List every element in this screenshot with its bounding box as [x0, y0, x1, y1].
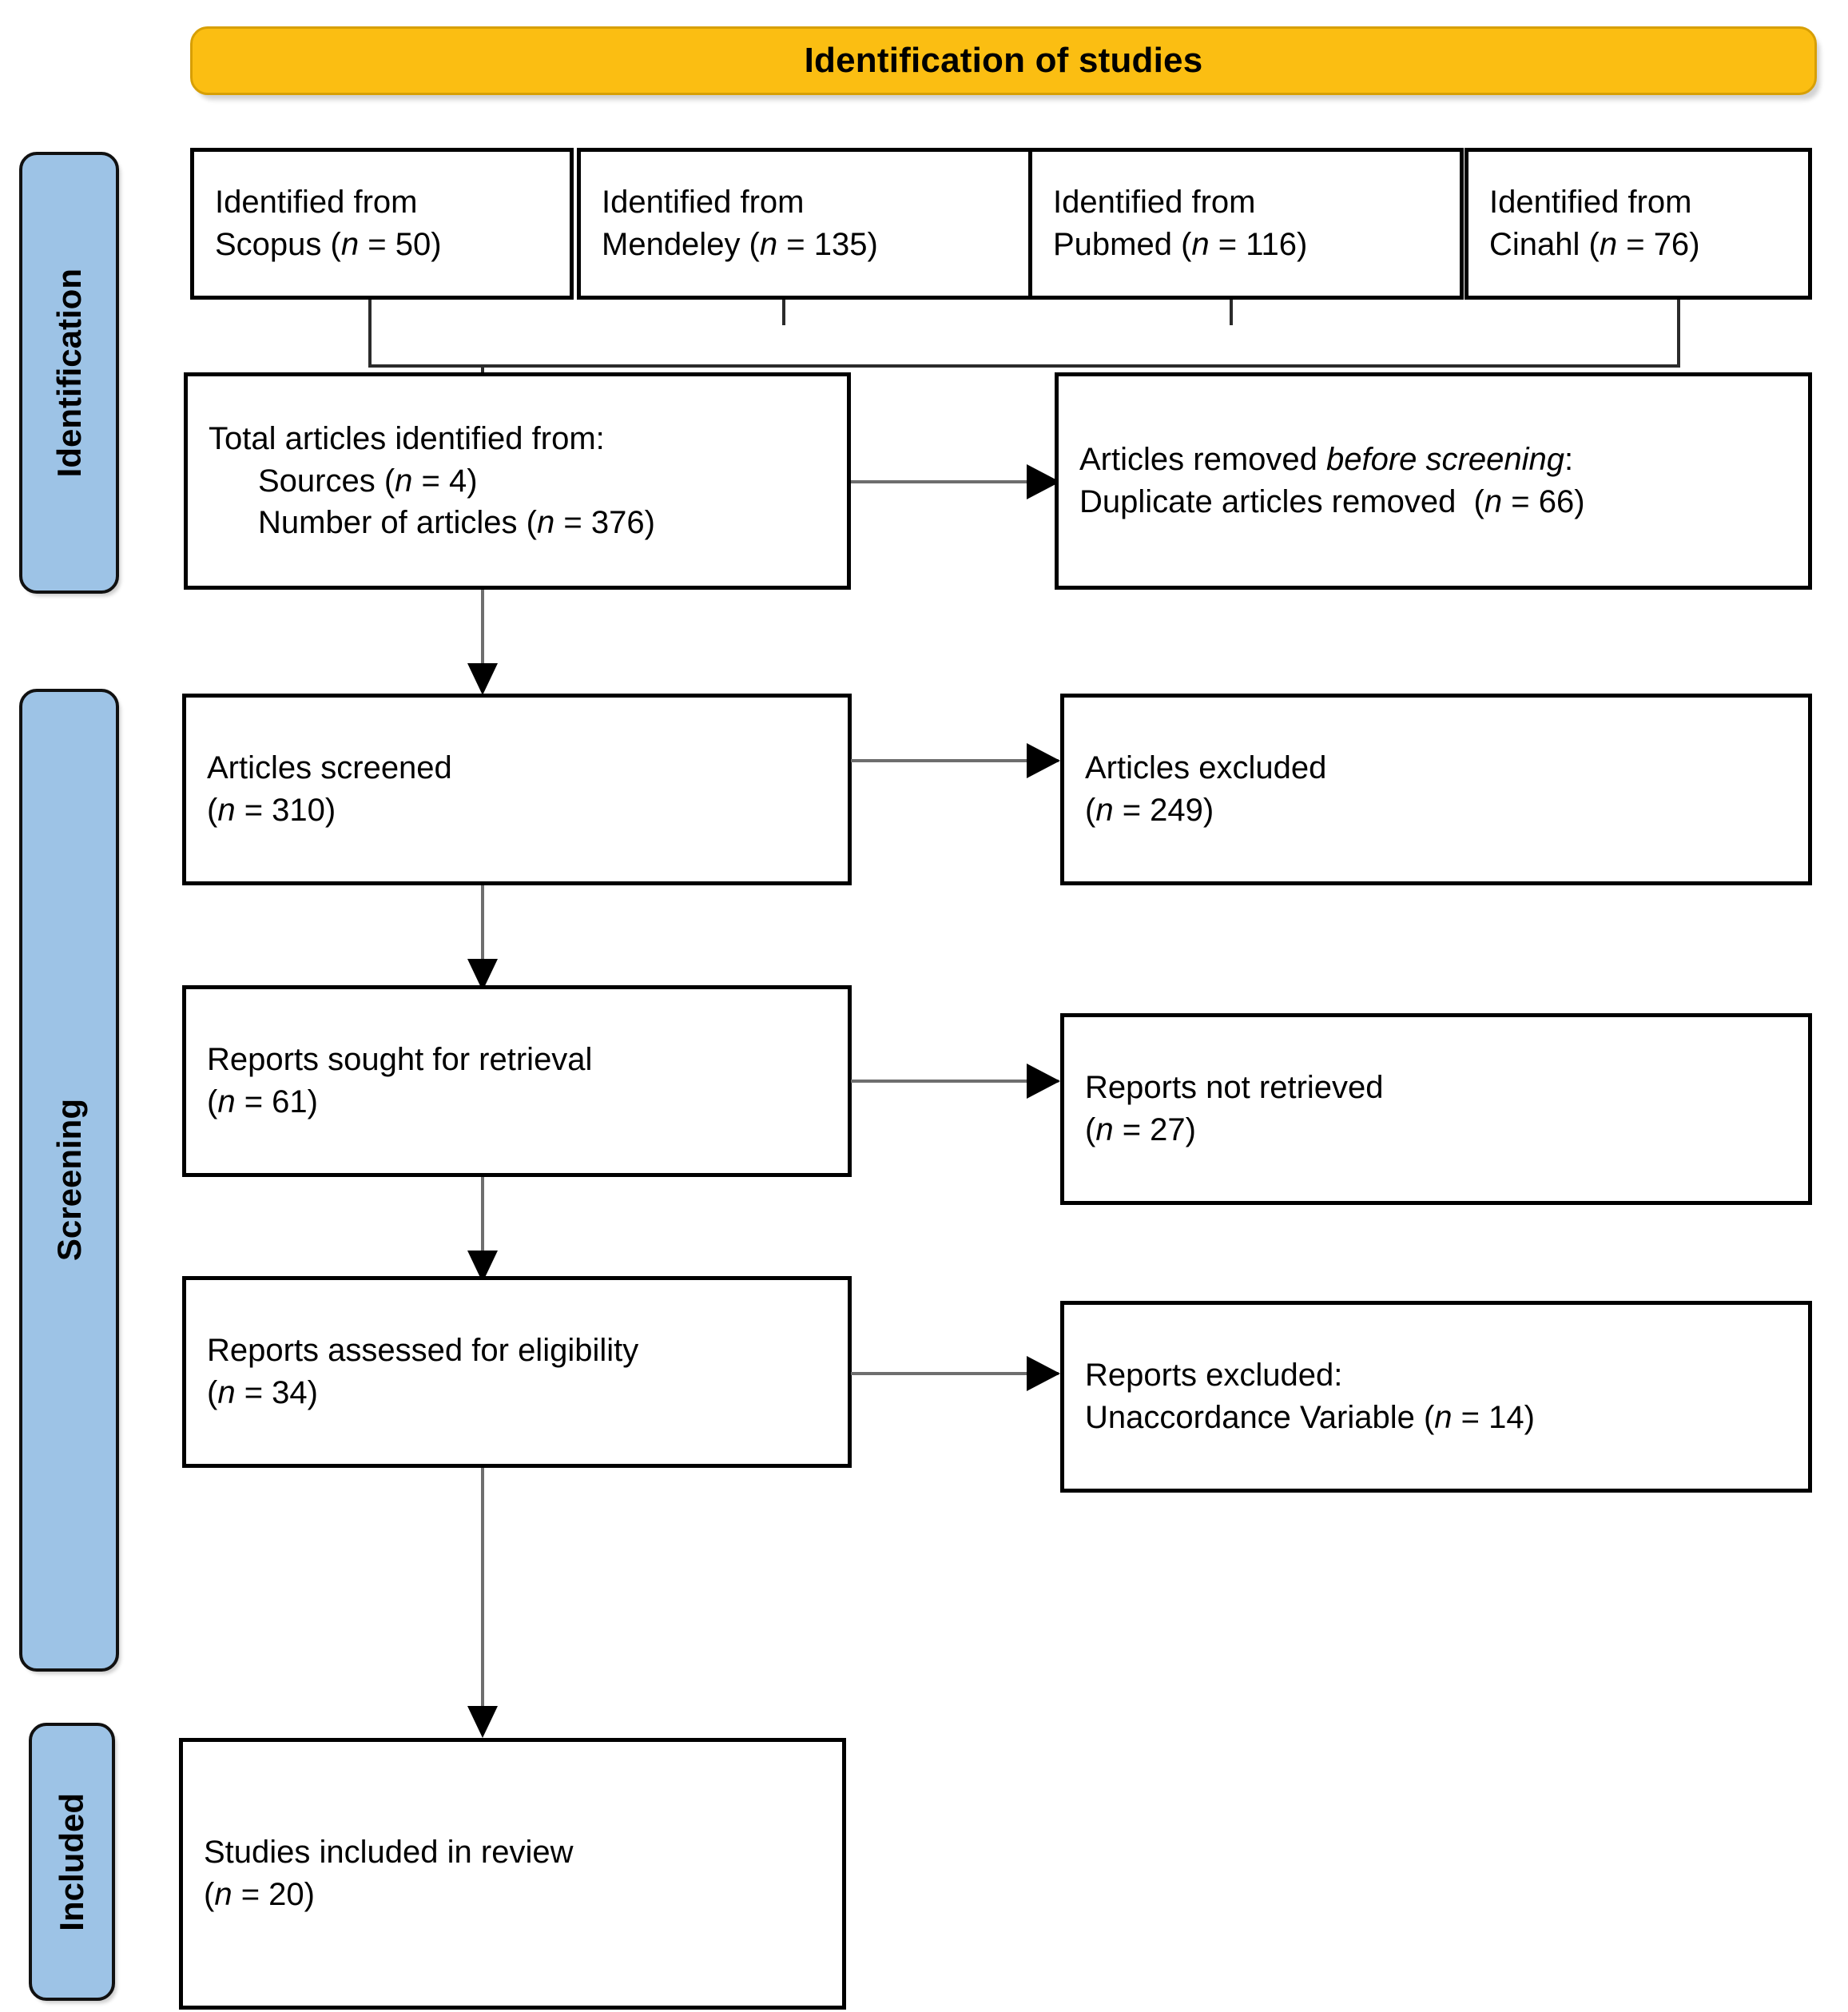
phase-identification: Identification [19, 152, 119, 594]
source-pubmed-line1: Identified from [1053, 185, 1256, 221]
arrow-sought-to-not-retrieved [1027, 1064, 1060, 1099]
bracket-tick-cinahl [1677, 300, 1680, 325]
source-mendeley-line1: Identified from [602, 185, 805, 221]
reports-not-retrieved-line1: Reports not retrieved [1085, 1070, 1384, 1106]
arrow-assessed-to-included [467, 1706, 498, 1738]
studies-included-count: 20 [268, 1877, 304, 1912]
phase-identification-label: Identification [50, 268, 88, 478]
articles-excluded-line2: (n = 249) [1085, 793, 1214, 828]
source-mendeley-line2: Mendeley (n = 135) [602, 227, 878, 262]
source-cinahl-line2: Cinahl (n = 76) [1489, 227, 1700, 262]
studies-included-line2: (n = 20) [204, 1877, 315, 1912]
box-studies-included: Studies included in review (n = 20) [179, 1738, 846, 2010]
source-pubmed-line2: Pubmed (n = 116) [1053, 227, 1308, 262]
bracket-tick-pubmed [1230, 300, 1233, 325]
source-scopus-line1: Identified from [215, 185, 418, 221]
bracket-tick-scopus [368, 300, 372, 325]
total-identified-line3: Number of articles (n = 376) [258, 505, 655, 541]
reports-sought-line2: (n = 61) [207, 1084, 318, 1119]
phase-included-label: Included [53, 1792, 90, 1931]
connector-sought-to-assessed [481, 1177, 484, 1279]
box-removed-before-screening: Articles removed before screening: Dupli… [1055, 372, 1812, 590]
articles-excluded-count: 249 [1150, 793, 1203, 828]
articles-screened-line2: (n = 310) [207, 793, 336, 828]
reports-not-retrieved-line2: (n = 27) [1085, 1112, 1196, 1147]
articles-screened-count: 310 [272, 793, 325, 828]
connector-assessed-to-excluded [851, 1372, 1059, 1375]
source-box-scopus: Identified from Scopus (n = 50) [190, 148, 574, 300]
arrow-screened-to-excluded [1027, 743, 1060, 778]
source-pubmed-count: 116 [1246, 227, 1298, 262]
removed-before-screening-emphasis: before screening [1325, 442, 1564, 478]
reports-assessed-line1: Reports assessed for eligibility [207, 1333, 639, 1369]
reports-excluded-line2: Unaccordance Variable (n = 14) [1085, 1400, 1535, 1435]
connector-total-to-screened [481, 590, 484, 692]
articles-excluded-line1: Articles excluded [1085, 750, 1327, 786]
reports-not-retrieved-count: 27 [1150, 1112, 1186, 1147]
source-box-mendeley: Identified from Mendeley (n = 135) [577, 148, 1052, 300]
reports-sought-count: 61 [272, 1084, 308, 1119]
header-title: Identification of studies [804, 41, 1203, 80]
source-box-cinahl: Identified from Cinahl (n = 76) [1464, 148, 1812, 300]
total-identified-sources-count: 4 [449, 463, 467, 499]
header-banner: Identification of studies [190, 26, 1817, 95]
box-reports-assessed: Reports assessed for eligibility (n = 34… [182, 1276, 852, 1468]
total-identified-line2: Sources (n = 4) [258, 463, 478, 499]
phase-screening: Screening [19, 689, 119, 1672]
studies-included-line1: Studies included in review [204, 1835, 574, 1871]
source-cinahl-count: 76 [1653, 227, 1690, 262]
total-identified-articles-count: 376 [590, 505, 645, 541]
source-box-pubmed: Identified from Pubmed (n = 116) [1028, 148, 1464, 300]
box-total-identified: Total articles identified from: Sources … [184, 372, 851, 590]
phase-screening-label: Screening [50, 1099, 88, 1262]
source-scopus-line2: Scopus (n = 50) [215, 227, 442, 262]
source-bracket [368, 324, 1680, 368]
reports-assessed-line2: (n = 34) [207, 1375, 318, 1410]
box-reports-not-retrieved: Reports not retrieved (n = 27) [1060, 1013, 1812, 1205]
connector-screened-to-sought [481, 885, 484, 988]
connector-total-to-removed [851, 480, 1059, 483]
removed-before-screening-line1: Articles removed before screening: [1079, 442, 1574, 478]
reports-assessed-count: 34 [272, 1375, 308, 1410]
arrow-total-to-screened [467, 663, 498, 695]
connector-screened-to-excluded [851, 759, 1059, 762]
connector-sought-to-not-retrieved [851, 1080, 1059, 1083]
box-reports-excluded: Reports excluded: Unaccordance Variable … [1060, 1301, 1812, 1493]
phase-included: Included [29, 1723, 115, 2001]
removed-before-screening-count: 66 [1538, 484, 1575, 519]
box-reports-sought: Reports sought for retrieval (n = 61) [182, 985, 852, 1177]
reports-sought-line1: Reports sought for retrieval [207, 1042, 593, 1078]
source-cinahl-line1: Identified from [1489, 185, 1692, 221]
box-articles-screened: Articles screened (n = 310) [182, 694, 852, 885]
removed-before-screening-line2: Duplicate articles removed (n = 66) [1079, 484, 1585, 519]
arrow-assessed-to-excluded [1027, 1356, 1060, 1391]
reports-excluded-line1: Reports excluded: [1085, 1358, 1343, 1394]
source-scopus-count: 50 [395, 227, 431, 262]
reports-excluded-count: 14 [1488, 1400, 1524, 1435]
connector-assessed-to-included [481, 1468, 484, 1732]
articles-screened-line1: Articles screened [207, 750, 452, 786]
total-identified-line1: Total articles identified from: [209, 420, 605, 456]
box-articles-excluded: Articles excluded (n = 249) [1060, 694, 1812, 885]
bracket-tick-mendeley [782, 300, 785, 325]
source-mendeley-count: 135 [813, 227, 868, 262]
